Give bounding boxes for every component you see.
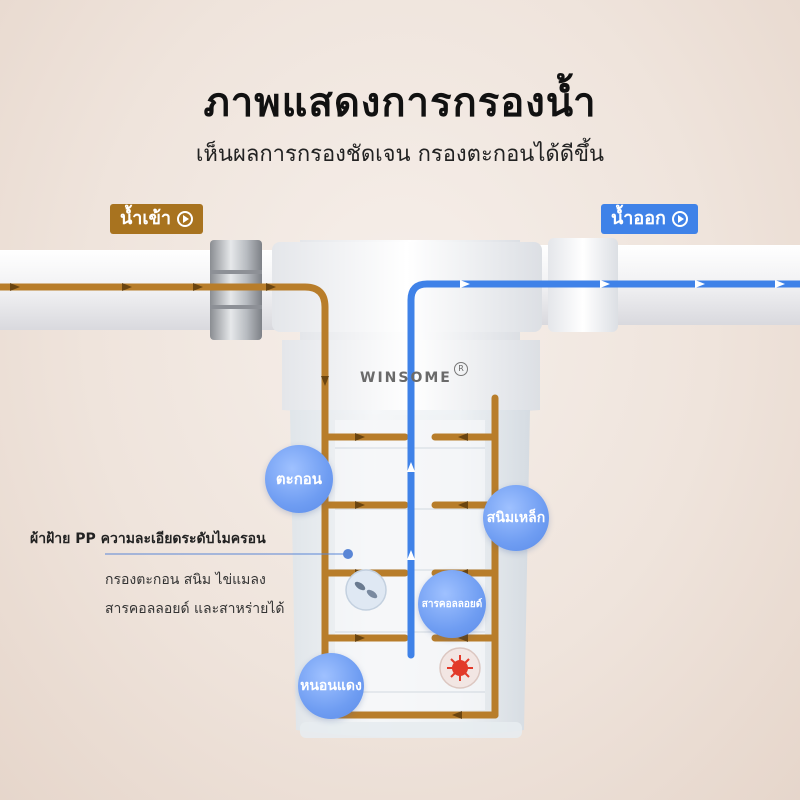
play-circle-icon xyxy=(671,211,688,227)
rust-bubble: สนิมเหล็ก xyxy=(483,485,549,551)
sediment-bubble: ตะกอน xyxy=(265,445,333,513)
annotation-line-1: กรองตะกอน สนิม ไข่แมลง xyxy=(105,572,266,588)
inlet-label: น้ำเข้า xyxy=(110,204,203,234)
colloid-bubble: สารคอลลอยด์ xyxy=(418,570,486,638)
outlet-label: น้ำออก xyxy=(601,204,698,234)
bacteria-icon xyxy=(439,647,481,689)
inlet-arrows xyxy=(10,283,468,719)
page-subtitle: เห็นผลการกรองชัดเจน กรองตะกอนได้ดีขึ้น xyxy=(195,142,605,167)
outlet-arrows xyxy=(407,280,785,560)
page-title: ภาพแสดงการกรองน้ำ xyxy=(203,80,597,126)
colloid-icon xyxy=(345,569,387,611)
outlet-flow-path xyxy=(407,280,800,659)
annotation-title: ผ้าฝ้าย PP ความละเอียดระดับไมครอน xyxy=(30,531,266,547)
play-circle-icon xyxy=(176,211,193,227)
registered-mark-icon: R xyxy=(454,362,468,376)
annotation-line-2: สารคอลลอยด์ และสาหร่ายได้ xyxy=(105,601,285,617)
filter-head xyxy=(272,242,542,332)
inlet-label-text: น้ำเข้า xyxy=(120,208,171,229)
bowl-base-rim xyxy=(300,722,522,738)
brand-logo: WINSOME xyxy=(360,370,452,386)
red-worm-bubble: หนอนแดง xyxy=(298,653,364,719)
outlet-label-text: น้ำออก xyxy=(611,208,666,229)
annotation-dot xyxy=(343,549,353,559)
